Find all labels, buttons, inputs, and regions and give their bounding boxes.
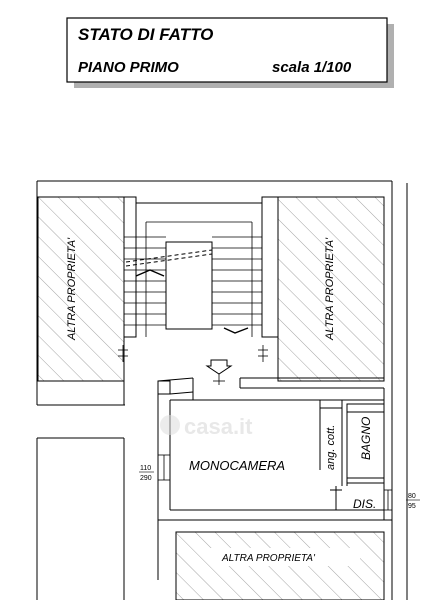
- left-window: [158, 454, 170, 481]
- title-text: STATO DI FATTO: [78, 25, 213, 44]
- left-window-height: 290: [140, 475, 152, 482]
- other-property-left: ALTRA PROPRIETA': [37, 196, 125, 382]
- left-window-width: 110: [140, 465, 151, 472]
- right-window-height: 95: [408, 503, 416, 510]
- room-label-bathroom: BAGNO: [359, 417, 373, 460]
- scale-text: scala 1/100: [272, 59, 352, 76]
- other-property-bottom: ALTRA PROPRIETA': [175, 531, 385, 600]
- watermark: casa.it: [160, 414, 253, 439]
- stairs-right-flight: [212, 236, 262, 326]
- room-labels: MONOCAMERA ang. cott. BAGNO DIS.: [189, 417, 376, 511]
- watermark-text: casa.it: [184, 414, 253, 439]
- room-label-hallway: DIS.: [353, 497, 376, 511]
- interior-partitions: [319, 399, 385, 510]
- other-property-bottom-label: ALTRA PROPRIETA': [221, 553, 316, 564]
- room-label-kitchenette: ang. cott.: [325, 425, 337, 470]
- stairs-left-flight: [124, 236, 166, 326]
- landing-openings: [118, 345, 268, 362]
- room-label-monocamera: MONOCAMERA: [189, 458, 285, 473]
- floor-text: PIANO PRIMO: [78, 59, 179, 76]
- title-block: STATO DI FATTO PIANO PRIMO scala 1/100: [66, 17, 394, 88]
- other-property-right-label: ALTRA PROPRIETA': [324, 237, 336, 341]
- right-window-width: 80: [408, 493, 416, 500]
- other-property-left-label: ALTRA PROPRIETA': [66, 237, 78, 341]
- dimension-labels: 110 290 80 95: [139, 465, 420, 510]
- stairwell: [123, 196, 279, 338]
- right-window: [384, 489, 392, 511]
- other-property-right: ALTRA PROPRIETA': [277, 196, 385, 382]
- entrance-arrow-icon: [205, 359, 233, 385]
